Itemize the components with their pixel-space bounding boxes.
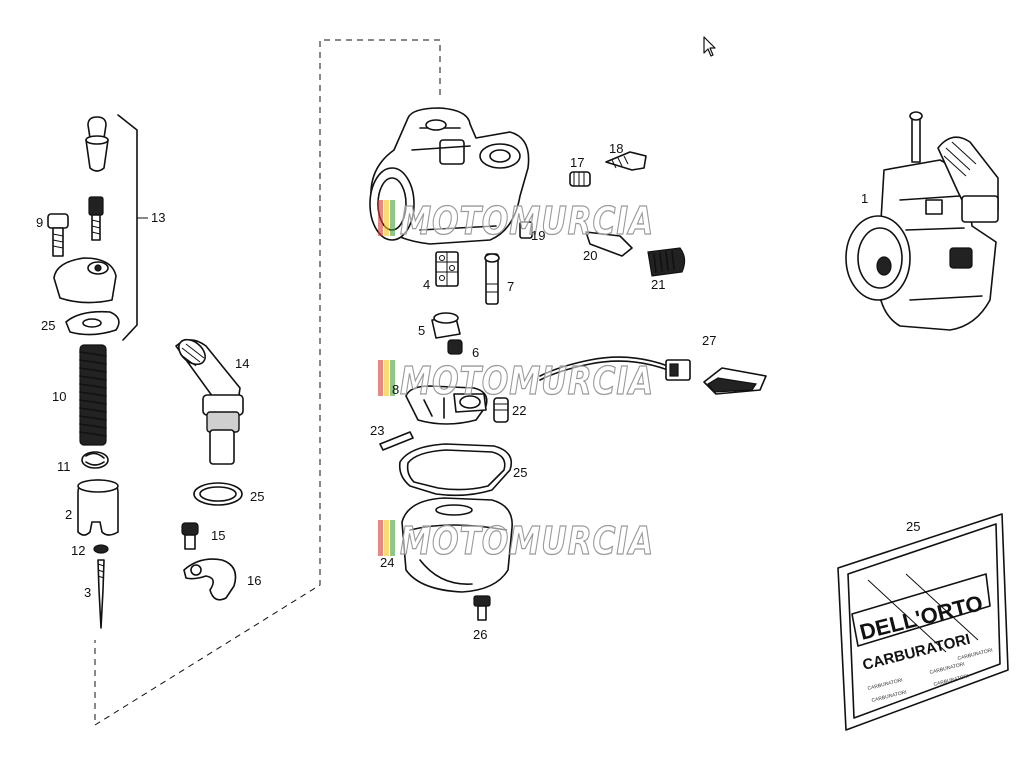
part-14-choke-lever (175, 338, 244, 465)
label-7: 7 (507, 279, 514, 294)
part-9-screw (47, 213, 69, 257)
part-25-oring (193, 482, 243, 506)
part-13-cap-body (53, 257, 117, 304)
label-6: 6 (472, 345, 479, 360)
label-23: 23 (370, 423, 384, 438)
part-26-screw (473, 595, 491, 621)
label-13: 13 (151, 210, 165, 225)
part-7-jet (484, 253, 500, 305)
part-17-screw (569, 171, 591, 187)
part-13-top-cap (85, 116, 109, 172)
part-27-electric-choke (539, 356, 767, 395)
assembly-dashed-line (94, 39, 441, 726)
part-25-gasket-small (65, 310, 120, 336)
label-19: 19 (531, 228, 545, 243)
part-24-float-bowl (401, 497, 513, 593)
label-25-gasket-small: 25 (41, 318, 55, 333)
label-22: 22 (512, 403, 526, 418)
part-16-cable-bracket (183, 558, 237, 601)
label-11: 11 (57, 459, 71, 474)
label-24: 24 (380, 555, 394, 570)
part-10-spring (79, 344, 107, 446)
part-19-screw (519, 221, 533, 239)
part-23-pin (379, 431, 414, 451)
label-25-oring: 25 (250, 489, 264, 504)
label-15: 15 (211, 528, 225, 543)
watermark-2: MOTOMURCIA (378, 358, 654, 404)
watermark-text-1: MOTOMURCIA (400, 199, 654, 243)
label-27: 27 (702, 333, 716, 348)
label-21: 21 (651, 277, 665, 292)
label-1: 1 (861, 191, 868, 206)
part-6-jet (447, 339, 463, 355)
label-8: 8 (392, 382, 399, 397)
carburetor-body (369, 107, 530, 245)
watermark-1: MOTOMURCIA (378, 198, 654, 244)
part-12-clip (93, 544, 109, 554)
part-8-float (405, 385, 488, 425)
label-25-bowl-gasket: 25 (513, 465, 527, 480)
label-25-kit: 25 (906, 519, 920, 534)
label-18: 18 (609, 141, 623, 156)
part-20-screw (585, 231, 633, 257)
part-2-slide (77, 479, 119, 536)
label-20: 20 (583, 248, 597, 263)
label-16: 16 (247, 573, 261, 588)
part-4-filter (435, 251, 459, 287)
label-26: 26 (473, 627, 487, 642)
part-22-needle-valve (493, 397, 509, 423)
part-21-knob (647, 247, 686, 277)
label-2: 2 (65, 507, 72, 522)
label-12: 12 (71, 543, 85, 558)
label-4: 4 (423, 277, 430, 292)
part-13-adjuster-screw (88, 196, 104, 241)
label-3: 3 (84, 585, 91, 600)
part-18-screw (605, 151, 647, 171)
part-25-float-bowl-gasket (398, 443, 513, 497)
part-25-gasket-kit-bag: DELL'ORTO CARBURATORI CARBURATORI CARBUR… (837, 513, 1009, 731)
part-3-needle (97, 559, 105, 629)
watermark-text-2: MOTOMURCIA (400, 359, 654, 403)
watermark-3: MOTOMURCIA (378, 518, 654, 564)
label-14: 14 (235, 356, 249, 371)
part-15-screw (181, 522, 199, 550)
label-5: 5 (418, 323, 425, 338)
bracket-13 (117, 114, 138, 341)
label-17: 17 (570, 155, 584, 170)
part-5-nut (431, 312, 461, 339)
watermark-text-3: MOTOMURCIA (400, 519, 654, 563)
part-11-clip (81, 451, 109, 469)
arrow-pointer-icon (703, 36, 716, 57)
part-1-carburetor-assembly (845, 111, 999, 331)
label-9: 9 (36, 215, 43, 230)
label-10: 10 (52, 389, 66, 404)
